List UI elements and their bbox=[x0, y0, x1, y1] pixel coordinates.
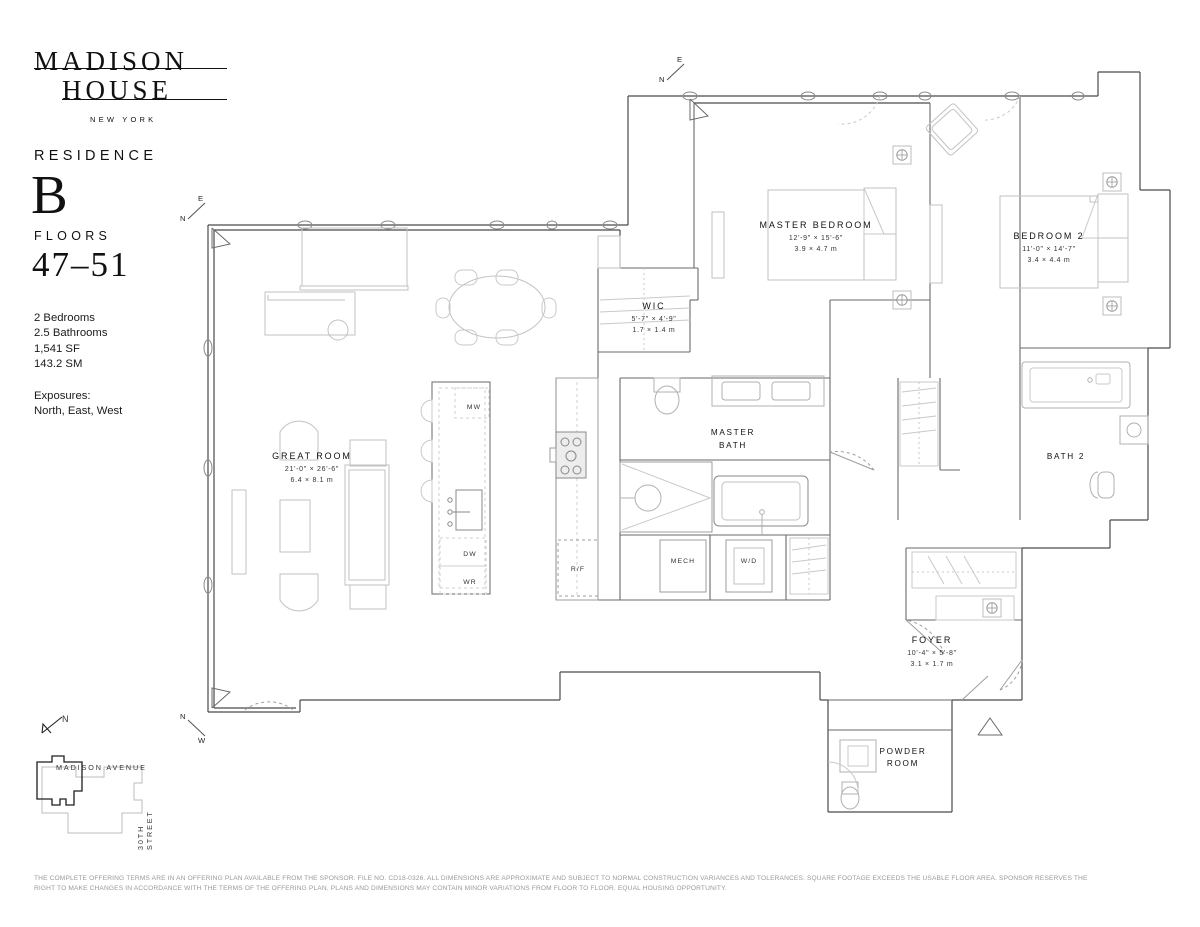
doors bbox=[244, 95, 1023, 711]
floors-value: 47–51 bbox=[32, 245, 130, 284]
room-dim-ft-great-room: 21'-0" × 26'-6" bbox=[285, 466, 339, 473]
building-footprint bbox=[36, 755, 83, 806]
room-labels: MASTER BEDROOM 12'-9" × 15'-6" 3.9 × 4.7… bbox=[272, 220, 1085, 768]
room-label-master-bath-line2: BATH bbox=[719, 441, 747, 450]
logo-rule-bottom bbox=[62, 99, 227, 100]
compass-marker-sw: N W bbox=[180, 712, 206, 745]
appliance-labels: MW DW WR R/F MECH W/D bbox=[463, 404, 758, 586]
disclaimer-line-2: RIGHT TO MAKE CHANGES IN ACCORDANCE WITH… bbox=[34, 884, 727, 892]
floors-label: FLOORS bbox=[34, 229, 112, 243]
brand-logo: MADISON HOUSE NEW YORK bbox=[34, 24, 227, 124]
room-label-powder-room-line2: ROOM bbox=[887, 759, 919, 768]
room-label-bath-2: BATH 2 bbox=[1047, 452, 1085, 461]
room-dim-ft-bedroom-2: 11'-0" × 14'-7" bbox=[1022, 246, 1076, 253]
residence-label: RESIDENCE bbox=[34, 148, 158, 164]
room-label-master-bath-line1: MASTER bbox=[711, 428, 755, 437]
residence-exposures: Exposures: North, East, West bbox=[34, 389, 234, 420]
appliance-label-wine-refrigerator: WR bbox=[463, 579, 477, 586]
powder-room-fixtures bbox=[827, 739, 877, 810]
entry-marker bbox=[977, 717, 1003, 736]
logo-text-city: NEW YORK bbox=[90, 115, 157, 124]
compass-marker-top-center: N E bbox=[659, 55, 685, 84]
exposures-label: Exposures: bbox=[34, 390, 91, 403]
room-label-great-room: GREAT ROOM bbox=[272, 451, 352, 461]
spec-bathrooms: 2.5 Bathrooms bbox=[34, 327, 108, 340]
compass-sw-n: N bbox=[180, 712, 185, 721]
compass-marker-nw: N E bbox=[180, 194, 206, 223]
compass-top-e: E bbox=[677, 55, 682, 64]
compass-nw-e: E bbox=[198, 194, 203, 203]
appliance-label-mechanical: MECH bbox=[671, 558, 695, 565]
room-label-powder-room-line1: POWDER bbox=[879, 747, 926, 756]
room-label-master-bedroom: MASTER BEDROOM bbox=[759, 220, 872, 230]
great-room-furniture bbox=[231, 227, 557, 612]
master-bedroom-furniture bbox=[711, 103, 979, 310]
exterior-walls bbox=[207, 71, 1171, 813]
master-bath-fixtures bbox=[619, 375, 829, 595]
logo-rule-top bbox=[34, 68, 227, 69]
site-key-north-label: N bbox=[62, 714, 69, 724]
plan-corner-arrows bbox=[211, 98, 710, 709]
room-dim-m-master-bedroom: 3.9 × 4.7 m bbox=[795, 246, 838, 253]
logo-text-madison: MADISON bbox=[34, 46, 189, 76]
room-dim-ft-master-bedroom: 12'-9" × 15'-6" bbox=[789, 235, 843, 242]
bedroom2-furniture bbox=[929, 172, 1129, 316]
appliance-label-microwave: MW bbox=[467, 404, 481, 411]
closets bbox=[899, 381, 1017, 621]
room-dim-ft-wic: 5'-7" × 4'-9" bbox=[632, 316, 677, 323]
room-dim-m-bedroom-2: 3.4 × 4.4 m bbox=[1028, 257, 1071, 264]
spec-area-sf: 1,541 SF bbox=[34, 342, 80, 355]
room-dim-m-foyer: 3.1 × 1.7 m bbox=[911, 661, 954, 668]
appliance-label-refrigerator: R/F bbox=[571, 566, 585, 573]
site-key-avenue-label: MADISON AVENUE bbox=[56, 763, 147, 772]
appliance-label-dishwasher: DW bbox=[463, 551, 477, 558]
spec-bedrooms: 2 Bedrooms bbox=[34, 312, 95, 324]
residence-letter: B bbox=[31, 164, 68, 225]
compass-nw-n: N bbox=[180, 214, 185, 223]
compass-sw-w: W bbox=[198, 736, 206, 745]
site-key-svg bbox=[36, 716, 143, 834]
plan-compass-markers: N E N E N W bbox=[180, 55, 685, 745]
room-dim-ft-foyer: 10'-4" × 5'-8" bbox=[907, 650, 957, 657]
legal-disclaimer: THE COMPLETE OFFERING TERMS ARE IN AN OF… bbox=[34, 874, 1154, 893]
residence-specs: 2 Bedrooms 2.5 Bathrooms 1,541 SF 143.2 … bbox=[34, 311, 234, 372]
north-arrow-icon bbox=[41, 716, 63, 734]
site-key: N MADISON AVENUE 30TH STREET bbox=[30, 705, 190, 850]
exposures-value: North, East, West bbox=[34, 405, 123, 418]
room-label-foyer: FOYER bbox=[912, 635, 953, 645]
room-label-bedroom-2: BEDROOM 2 bbox=[1013, 231, 1084, 241]
room-dim-m-great-room: 6.4 × 8.1 m bbox=[291, 477, 334, 484]
room-dim-m-wic: 1.7 × 1.4 m bbox=[633, 327, 676, 334]
room-label-wic: WIC bbox=[642, 301, 665, 311]
facade-mullions bbox=[203, 91, 1085, 594]
bath2-fixtures bbox=[1021, 361, 1149, 499]
appliance-label-washer-dryer: W/D bbox=[741, 558, 758, 565]
disclaimer-line-1: THE COMPLETE OFFERING TERMS ARE IN AN OF… bbox=[34, 875, 1088, 882]
residence-info: RESIDENCE B FLOORS 47–51 2 Bedrooms 2.5 … bbox=[31, 148, 234, 420]
wic-shelving bbox=[599, 268, 691, 352]
spec-area-sm: 143.2 SM bbox=[34, 357, 83, 370]
block-outline-light bbox=[41, 766, 143, 834]
kitchen bbox=[420, 235, 621, 601]
compass-top-n: N bbox=[659, 75, 664, 84]
logo-text-house: HOUSE bbox=[62, 75, 173, 105]
interior-walls bbox=[555, 96, 1148, 731]
